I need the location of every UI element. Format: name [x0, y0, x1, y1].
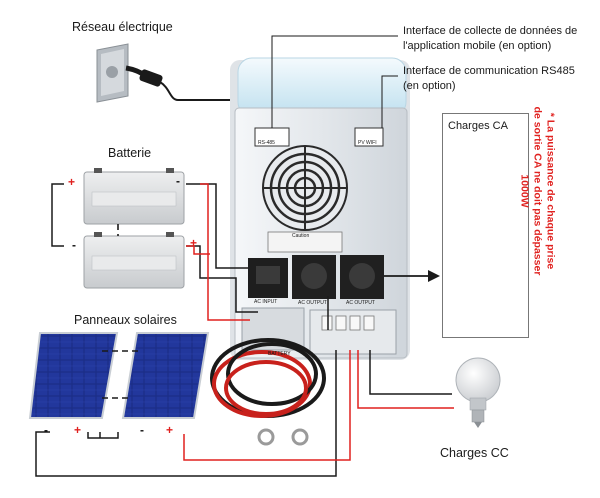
battery-2 — [83, 232, 185, 289]
caution-text: Caution — [292, 233, 310, 239]
panel1-plus-sign: + — [74, 423, 82, 437]
battery-1 — [83, 168, 185, 225]
pv-wifi-port-label: PV WIFI — [358, 140, 377, 146]
dashed-links — [102, 224, 140, 399]
power-warning-text: * La puissance de chaque prise de sortie… — [518, 106, 557, 276]
solar-panel-1 — [28, 332, 119, 419]
ac-input-label: AC INPUT — [254, 299, 278, 305]
battery1-plus-sign: + — [68, 175, 76, 189]
wall-socket-icon — [96, 43, 275, 118]
ac-loads-title: Charges CA — [448, 120, 508, 132]
battery-label: Batterie — [108, 146, 152, 160]
grid-label: Réseau électrique — [72, 20, 173, 34]
ac-output-1-label: AC OUTPUT — [298, 300, 327, 306]
battery2-plus-sign: + — [190, 236, 198, 250]
battery2-minus-sign: - — [72, 238, 76, 252]
panel1-minus-sign: - — [44, 423, 48, 437]
solar-label: Panneaux solaires — [74, 313, 177, 327]
caution-label — [267, 231, 343, 253]
leader-lines — [271, 35, 398, 128]
battery-cable — [210, 338, 326, 446]
power-warning: * La puissance de chaque prise de sortie… — [494, 106, 580, 276]
red-wires — [183, 183, 454, 461]
light-bulb-icon — [455, 357, 501, 428]
rs485-port-label: RS-485 — [258, 140, 275, 146]
rs485-interface-note: Interface de communication RS485 (en opt… — [403, 65, 575, 92]
fan-grille-icon — [262, 145, 348, 231]
solar-panel-2 — [121, 332, 210, 419]
ac-output-2-label: AC OUTPUT — [346, 300, 375, 306]
ac-output-arrow — [384, 270, 440, 282]
dc-loads-label: Charges CC — [440, 446, 509, 460]
inverter — [230, 57, 410, 360]
battery-port-label: BATTERY — [268, 351, 291, 357]
panel2-minus-sign: - — [140, 423, 144, 437]
pv-wifi-port — [354, 127, 384, 147]
battery1-minus-sign: - — [176, 174, 180, 188]
panel2-plus-sign: + — [166, 423, 174, 437]
ac-loads-box — [442, 113, 529, 338]
app-interface-note: Interface de collecte de données de l'ap… — [403, 25, 578, 52]
